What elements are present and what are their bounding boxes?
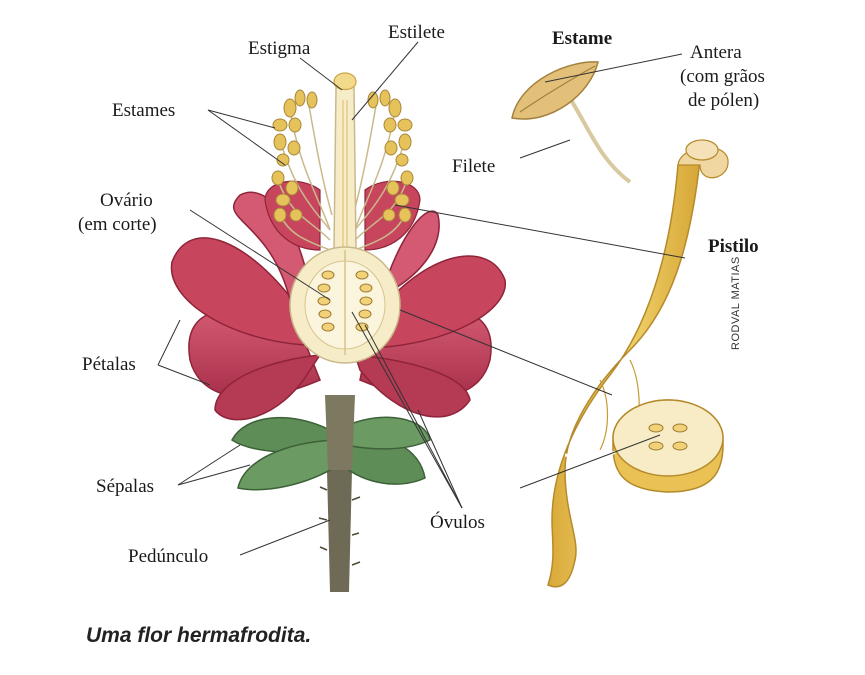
- peduncle: [318, 470, 361, 592]
- label-pistilo: Pistilo: [708, 236, 759, 257]
- leader-lines: [157, 41, 686, 556]
- label-filete: Filete: [452, 156, 496, 177]
- isolated-stamen: [511, 61, 632, 184]
- ovules-in-section: [317, 270, 373, 332]
- label-ovulos: Óvulos: [430, 512, 485, 533]
- label-sepalas: Sépalas: [96, 476, 155, 497]
- label-antera-line2: (com grãos: [680, 66, 765, 87]
- figure-caption: Uma flor hermafrodita.: [86, 624, 312, 647]
- label-ovario-subtitle: (em corte): [78, 214, 157, 235]
- petals: [170, 180, 506, 421]
- label-antera: Antera: [690, 42, 742, 63]
- label-estigma: Estigma: [248, 38, 311, 59]
- label-petalas: Pétalas: [82, 354, 136, 375]
- label-estilete: Estilete: [388, 22, 445, 43]
- label-ovario: Ovário: [100, 190, 153, 211]
- isolated-pistil: [547, 139, 729, 588]
- label-estames: Estames: [112, 100, 176, 121]
- label-estame-title: Estame: [552, 28, 613, 49]
- label-antera-line3: de pólen): [688, 90, 760, 111]
- illustrator-credit: RODVAL MATIAS: [730, 256, 742, 350]
- sepals: [231, 395, 431, 491]
- label-pedunculo: Pedúnculo: [128, 546, 209, 567]
